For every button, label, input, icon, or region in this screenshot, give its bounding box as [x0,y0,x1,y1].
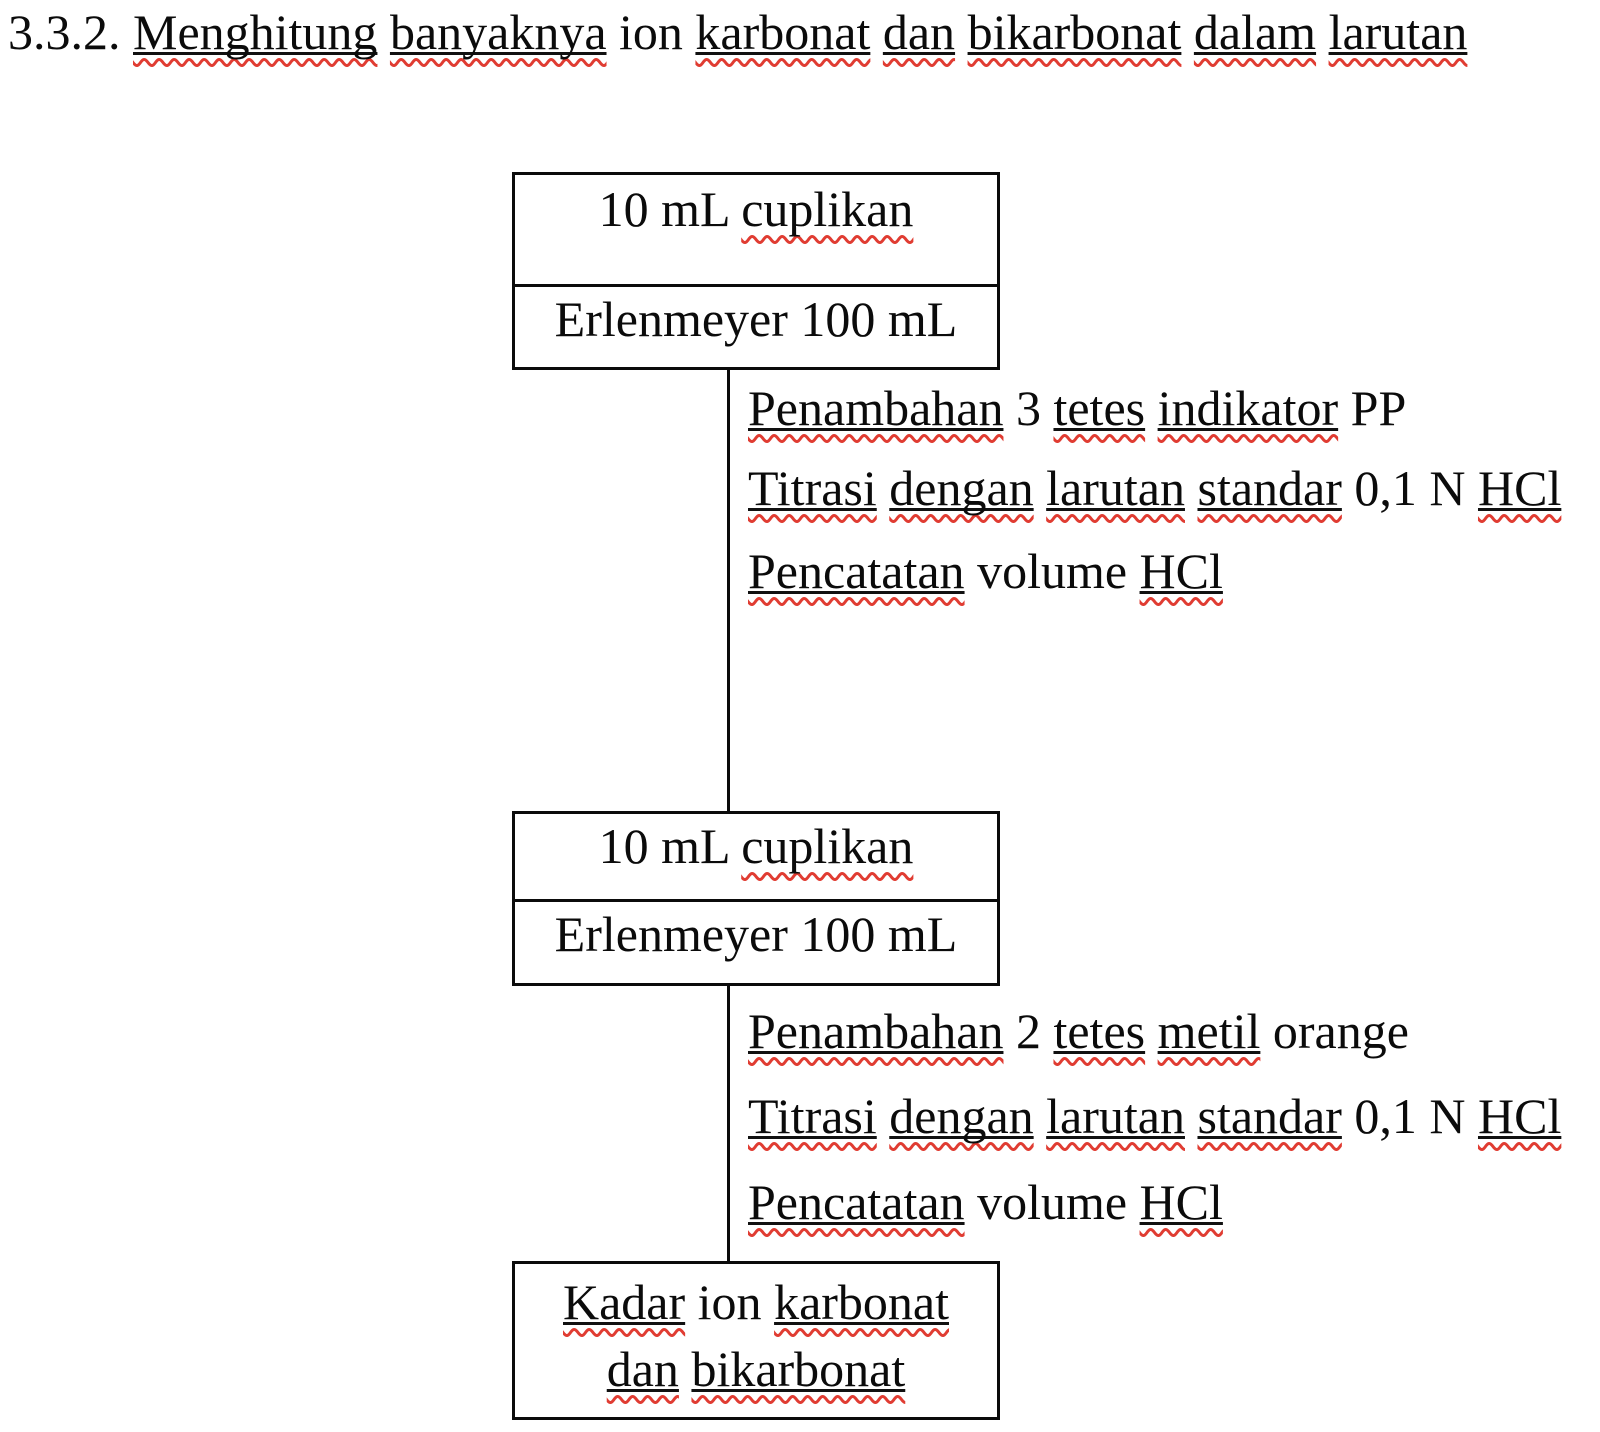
word: Pencatatan [748,1174,965,1230]
word: larutan [1046,1088,1185,1144]
word: Titrasi [748,460,877,516]
word: metil [1158,1003,1261,1059]
word: Titrasi [748,1088,877,1144]
heading-number: 3.3.2. [8,4,121,60]
word: PP [1350,380,1407,436]
word-text: dengan [889,1088,1034,1144]
step-titrate-hcl-2: Titrasi dengan larutan standar 0,1 N HCl [748,1086,1561,1146]
word: dengan [889,1088,1033,1144]
heading-word: banyaknya [390,4,607,60]
word-text: larutan [1046,460,1185,516]
word: tetes [1053,380,1145,436]
word-text: standar [1197,460,1342,516]
process-box-sample-2: 10 mL cuplikan Erlenmeyer 100 mL [512,811,1000,986]
word: standar [1197,460,1341,516]
box1-apparatus-cell: Erlenmeyer 100 mL [515,287,997,367]
heading-word-text: banyaknya [389,4,607,60]
heading-word: Menghitung [133,4,377,60]
heading-word: dalam [1194,4,1316,60]
word: 3 [1015,380,1041,436]
result-box: Kadar ion karbonat dan bikarbonat [512,1261,1000,1420]
word-text: Pencatatan [748,1174,965,1230]
word-text: standar [1197,1088,1342,1144]
box2-apparatus-cell: Erlenmeyer 100 mL [515,902,997,983]
box1-input-cell: 10 mL cuplikan [515,175,997,287]
word: 0,1 N [1354,1088,1466,1144]
word: bikarbonat [691,1341,905,1397]
word: 0,1 N [1354,460,1466,516]
heading-word: larutan [1329,4,1468,60]
word: 10 mL [598,818,729,874]
box2-input-cell: 10 mL cuplikan [515,814,997,902]
word: Erlenmeyer 100 mL [554,291,958,347]
word-text: dan [606,1341,679,1397]
word: HCl [1140,1174,1223,1230]
connector-line-1 [727,370,730,811]
word-text: Penambahan [748,1003,1004,1059]
connector-line-2 [727,986,730,1261]
word-text: karbonat [774,1274,949,1330]
word: karbonat [774,1274,949,1330]
word-text: HCl [1477,1088,1562,1144]
heading-word-text: karbonat [695,4,871,60]
step-titrate-hcl-1: Titrasi dengan larutan standar 0,1 N HCl [748,458,1561,518]
word-text: metil [1157,1003,1261,1059]
heading-word: karbonat [695,4,870,60]
heading-word-text: dalam [1193,4,1317,60]
word-text: indikator [1157,380,1339,436]
step-add-methyl-orange: Penambahan 2 tetes metil orange [748,1001,1409,1061]
word: cuplikan [741,818,914,874]
result-line-2: dan bikarbonat [515,1336,997,1403]
word: Erlenmeyer 100 mL [554,906,958,962]
word: dengan [889,460,1033,516]
word-text: larutan [1046,1088,1185,1144]
word: HCl [1478,1088,1561,1144]
heading-word: ion [619,4,683,60]
word: Penambahan [748,380,1003,436]
word-text: Penambahan [748,380,1004,436]
word: Kadar [563,1274,685,1330]
word: cuplikan [741,181,914,237]
word: standar [1197,1088,1341,1144]
word: volume [977,1174,1128,1230]
word-text: Titrasi [748,1088,877,1144]
section-heading: 3.3.2. Menghitung banyaknya ion karbonat… [8,2,1467,62]
word: indikator [1158,380,1339,436]
word: larutan [1046,460,1185,516]
word: HCl [1478,460,1561,516]
word-text: bikarbonat [691,1341,906,1397]
word: Pencatatan [748,543,965,599]
heading-word-text: bikarbonat [967,4,1182,60]
word: dan [607,1341,679,1397]
result-line-1: Kadar ion karbonat [515,1269,997,1336]
word-text: HCl [1477,460,1562,516]
word-text: tetes [1053,1003,1146,1059]
word: Penambahan [748,1003,1003,1059]
word: ion [697,1274,762,1330]
word-text: dengan [889,460,1034,516]
word-text: HCl [1139,543,1223,599]
word: 10 mL [598,181,729,237]
heading-word: bikarbonat [968,4,1182,60]
heading-word-text: Menghitung [133,4,378,60]
word: 2 [1015,1003,1041,1059]
heading-word-text: dan [882,4,956,60]
word-text: tetes [1053,380,1146,436]
word-text: Titrasi [748,460,877,516]
heading-word: dan [883,4,955,60]
word: HCl [1140,543,1223,599]
step-record-volume-2: Pencatatan volume HCl [748,1172,1223,1232]
step-add-indicator-pp: Penambahan 3 tetes indikator PP [748,378,1406,438]
word: tetes [1053,1003,1145,1059]
word-text: Kadar [563,1274,686,1330]
word: orange [1272,1003,1409,1059]
word-text: Pencatatan [748,543,965,599]
word-text: HCl [1139,1174,1223,1230]
process-box-sample-1: 10 mL cuplikan Erlenmeyer 100 mL [512,172,1000,370]
heading-word-text: larutan [1328,4,1468,60]
step-record-volume-1: Pencatatan volume HCl [748,541,1223,601]
word: volume [977,543,1128,599]
